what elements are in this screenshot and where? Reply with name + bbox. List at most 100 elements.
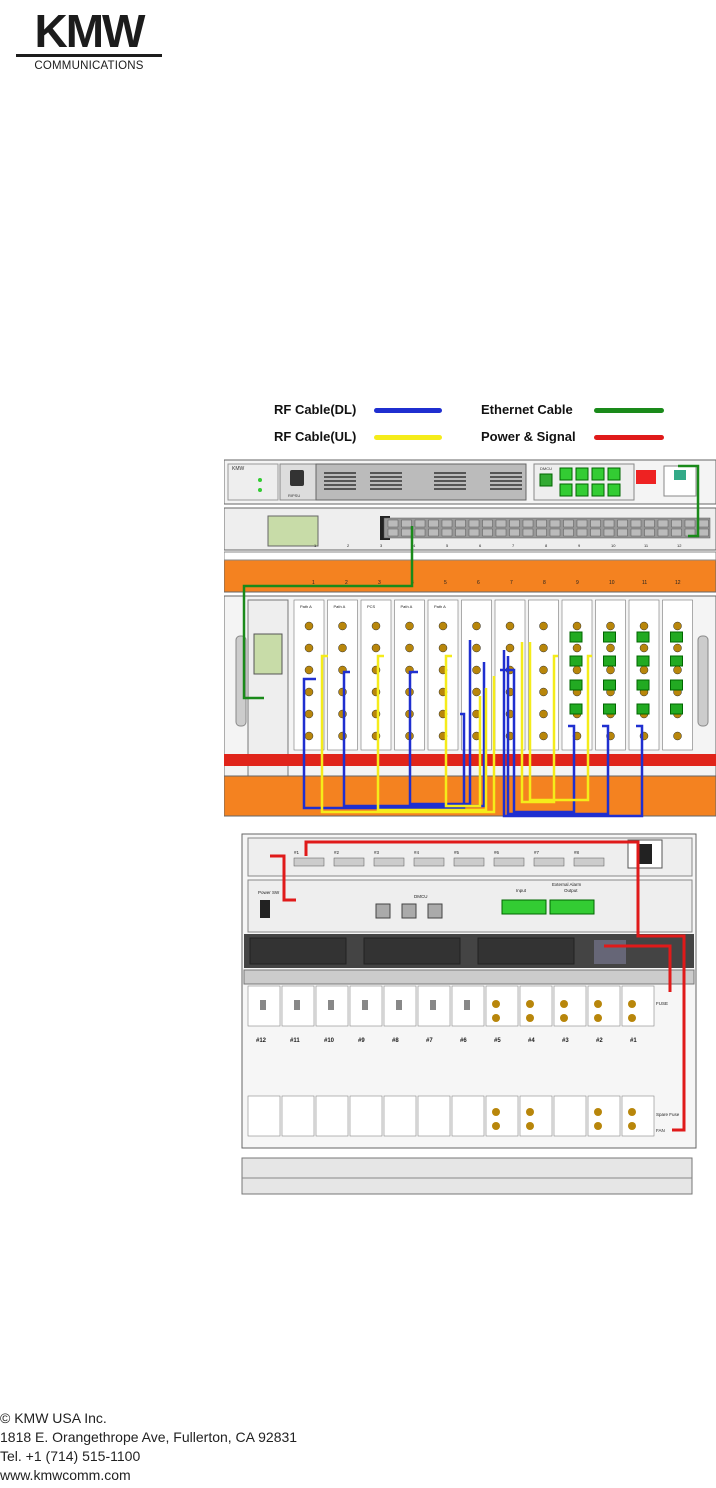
psu-slot <box>349 1095 383 1137</box>
rf-connector <box>539 665 548 675</box>
port-number: 6 <box>479 543 482 548</box>
card-label: Path A <box>334 604 346 609</box>
terminal-block <box>636 679 650 691</box>
fan-label: FAN <box>656 1128 665 1133</box>
psu-connector <box>594 1000 602 1008</box>
terminal-block <box>636 703 650 715</box>
eth-port <box>414 528 426 537</box>
psu-slot <box>451 1095 485 1137</box>
eth-port <box>603 528 615 537</box>
psu-connector <box>594 1108 602 1116</box>
psu-connector <box>526 1122 534 1130</box>
terminal-block <box>636 655 650 667</box>
eth-port <box>630 528 642 537</box>
footer-web[interactable]: www.kmwcomm.com <box>0 1467 131 1483</box>
slot-number: 2 <box>345 580 348 586</box>
rf-connector <box>338 687 347 697</box>
eth-port <box>441 528 453 537</box>
connector <box>573 857 605 867</box>
rf-connector <box>405 621 414 631</box>
connector <box>533 857 565 867</box>
rf-connector <box>338 643 347 653</box>
eth-port <box>482 528 493 537</box>
rf-connector <box>472 665 481 675</box>
logo-brand: KMW <box>34 5 146 57</box>
rf-connector <box>539 709 548 719</box>
eth-port <box>414 519 426 528</box>
terminal-block <box>603 679 616 691</box>
rf-connector <box>673 731 682 741</box>
psu-connector <box>628 1122 636 1130</box>
legend-rf-dl-label: RF Cable(DL) <box>274 402 357 417</box>
header-kmw: KMW <box>232 466 245 472</box>
rf-connector <box>639 621 649 631</box>
terminal-block <box>603 631 616 643</box>
terminal-block <box>569 631 583 643</box>
legend-rf-ul-swatch <box>374 435 442 440</box>
psu-connector <box>526 1108 534 1116</box>
rf-connector <box>304 643 314 653</box>
eth-port <box>428 528 439 537</box>
legend-rf-dl-swatch <box>374 408 442 413</box>
rf-connector <box>371 643 381 653</box>
legend-power-label: Power & Signal <box>481 429 576 444</box>
rf-connector <box>371 621 381 631</box>
port-number: 12 <box>677 543 682 548</box>
input-label: Input <box>516 888 527 893</box>
terminal-block <box>569 655 583 667</box>
terminal-block <box>569 703 583 715</box>
rf-connector <box>673 621 682 631</box>
slot-label: #8 <box>392 1038 399 1044</box>
rf-connector <box>472 643 481 653</box>
rf-connector <box>304 731 314 741</box>
psu-slot <box>587 1095 621 1137</box>
eth-port <box>590 528 601 537</box>
slot-label: #3 <box>562 1038 569 1044</box>
external-alarm-label: External Alarm <box>552 882 582 887</box>
logo-underline <box>16 54 162 57</box>
rf-connector <box>304 709 314 719</box>
eth-port <box>455 519 466 528</box>
slot-label: #6 <box>460 1038 467 1044</box>
psu-connector <box>492 1108 500 1116</box>
slot-number: 6 <box>477 580 480 586</box>
eth-port <box>603 519 615 528</box>
rf-connector <box>338 621 347 631</box>
fuse-label: FUSE <box>656 1001 668 1006</box>
eth-port <box>549 519 561 528</box>
psu-latch <box>260 1000 266 1010</box>
eth-port <box>617 528 628 537</box>
eth-port <box>644 528 655 537</box>
rf-connector <box>505 621 515 631</box>
dmcu-label: DMCU <box>414 894 428 899</box>
eth-port <box>536 519 547 528</box>
eth-port <box>698 528 709 537</box>
connector <box>413 857 445 867</box>
eth-port <box>468 528 480 537</box>
eth-port <box>576 519 588 528</box>
psu-slot <box>247 1095 281 1137</box>
eth-port <box>428 519 439 528</box>
psu-slot <box>519 1095 553 1137</box>
slot-number: 10 <box>609 580 615 586</box>
terminal-block <box>636 631 650 643</box>
rf-connector <box>338 709 347 719</box>
card-label: PCS <box>367 604 376 609</box>
eth-port <box>522 519 534 528</box>
connector-label: #7 <box>534 850 540 855</box>
eth-port <box>684 519 696 528</box>
eth-port <box>536 528 547 537</box>
psu-slot <box>485 985 519 1027</box>
rf-connector <box>572 643 582 653</box>
eth-port <box>549 528 561 537</box>
card-label: Path A <box>401 604 413 609</box>
psu-connector <box>560 1014 568 1022</box>
rf-connector <box>539 621 548 631</box>
legend-ethernet-swatch <box>594 408 664 413</box>
psu-connector <box>492 1122 500 1130</box>
rf-connector <box>673 665 682 675</box>
psu-latch <box>464 1000 470 1010</box>
eth-port <box>657 519 669 528</box>
rf-connector <box>338 731 347 741</box>
